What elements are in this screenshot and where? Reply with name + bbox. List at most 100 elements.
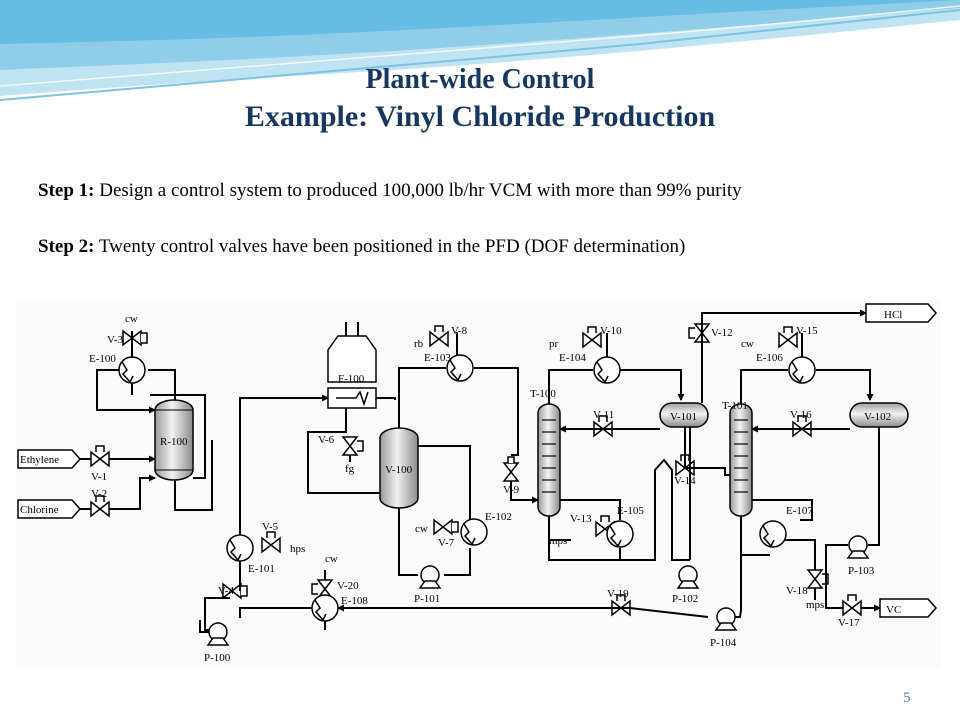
- slide-subtitle: Example: Vinyl Chloride Production: [244, 100, 716, 133]
- label-fg: fg: [345, 463, 355, 475]
- label-v14: V-14: [674, 475, 696, 487]
- exchanger-e104: [593, 356, 621, 384]
- label-v12: V-12: [711, 327, 733, 339]
- drum-v101: V-101: [659, 402, 709, 428]
- label-v8: V-8: [451, 325, 468, 337]
- label-v19: V-19: [607, 588, 629, 600]
- valve-v9: [502, 462, 520, 482]
- label-p104: P-104: [710, 637, 737, 649]
- label-v16: V-16: [790, 409, 812, 421]
- label-v17: V-17: [838, 617, 860, 629]
- label-v13: V-13: [570, 513, 592, 525]
- step-2: Step 2: Twenty control valves have been …: [38, 236, 685, 258]
- valves: [90, 323, 862, 617]
- valve-v5: [261, 536, 281, 554]
- vc-label: VC: [886, 604, 901, 616]
- label-v6: V-6: [318, 434, 335, 446]
- valve-v17: [842, 599, 862, 617]
- label-p102: P-102: [672, 593, 698, 605]
- label-v15: V-15: [796, 325, 818, 337]
- label-e105: E-105: [617, 505, 644, 517]
- exchanger-e100: [118, 356, 146, 384]
- vc-product: VC: [879, 598, 938, 618]
- chlorine-feed: Chlorine: [17, 474, 156, 519]
- pump-p103: [846, 535, 870, 559]
- process-flow-diagram: Ethylene Chlorine: [16, 300, 942, 668]
- label-cw-e106: cw: [741, 338, 754, 350]
- label-e107: E-107: [786, 505, 813, 517]
- r100-label: R-100: [160, 436, 188, 448]
- furnace-f100: F-100: [327, 322, 377, 409]
- label-p100: P-100: [204, 652, 231, 664]
- label-p103: P-103: [848, 565, 875, 577]
- vessel-v100: V-100: [379, 427, 419, 509]
- label-p101: P-101: [414, 593, 440, 605]
- valve-v2: [90, 500, 110, 518]
- valve-v6: [341, 436, 359, 456]
- label-e101: E-101: [248, 563, 275, 575]
- pump-p104: [714, 607, 738, 631]
- exchanger-e108: [311, 594, 339, 622]
- label-v18: V-18: [786, 585, 808, 597]
- valve-v7: [433, 518, 453, 536]
- ethylene-feed: Ethylene: [17, 449, 156, 469]
- label-mps-v18: mps: [806, 599, 824, 611]
- label-cw-e102: cw: [415, 523, 428, 535]
- exchanger-e102: [460, 518, 488, 546]
- valve-v1: [90, 450, 110, 468]
- label-e100: E-100: [89, 353, 116, 365]
- column-t101: [729, 403, 753, 517]
- label-cw-e108: cw: [325, 553, 338, 565]
- label-v1: V-1: [91, 471, 107, 483]
- hcl-label: HCl: [884, 309, 902, 321]
- label-e102: E-102: [485, 511, 512, 523]
- pump-p101: [418, 565, 442, 589]
- step-2-label: Step 2:: [38, 236, 95, 257]
- label-t101: T-101: [722, 400, 748, 412]
- slide-title: Plant-wide Control: [365, 64, 595, 95]
- valve-v8: [429, 330, 449, 348]
- header-wave-banner: [0, 0, 960, 101]
- label-v9: V-9: [503, 484, 520, 496]
- v100-label: V-100: [385, 464, 413, 476]
- page-number: 5: [903, 690, 911, 706]
- label-e104: E-104: [559, 352, 586, 364]
- label-v3: V-3: [107, 334, 124, 346]
- label-t100: T-100: [530, 388, 556, 400]
- label-rb: rb: [414, 338, 424, 350]
- ethylene-label: Ethylene: [20, 454, 59, 466]
- label-v7: V-7: [438, 537, 455, 549]
- reactor-r100: R-100: [154, 399, 194, 481]
- step-2-text: Twenty control valves have been position…: [94, 236, 686, 257]
- exchanger-e107: [759, 520, 787, 548]
- pumps: [206, 535, 870, 646]
- label-pr: pr: [549, 338, 559, 350]
- valve-v10: [582, 331, 602, 349]
- label-hps: hps: [290, 543, 305, 555]
- label-e106: E-106: [756, 352, 783, 364]
- chlorine-label: Chlorine: [20, 504, 59, 516]
- label-e103: E-103: [424, 352, 451, 364]
- label-v11: V-11: [593, 409, 614, 421]
- v101-label: V-101: [670, 411, 697, 423]
- label-v5: V-5: [262, 521, 279, 533]
- column-t100: [537, 403, 561, 517]
- hcl-product: HCl: [865, 303, 938, 323]
- label-v2: V-2: [91, 488, 107, 500]
- exchanger-e105: [606, 520, 634, 548]
- f100-label: F-100: [338, 373, 365, 385]
- label-v20: V-20: [337, 580, 359, 592]
- exchanger-e106: [788, 356, 816, 384]
- label-cw-e100: cw: [125, 313, 138, 325]
- valve-v18: [806, 569, 824, 589]
- step-1-text: Design a control system to produced 100,…: [94, 180, 742, 201]
- step-1-label: Step 1:: [38, 180, 95, 201]
- v102-label: V-102: [864, 411, 891, 423]
- label-v4: V-4: [218, 585, 235, 597]
- pump-p100: [206, 622, 230, 646]
- label-e108: E-108: [341, 595, 368, 607]
- label-mps-e105: mps: [549, 535, 567, 547]
- valve-v15: [778, 331, 798, 349]
- label-v10: V-10: [600, 325, 622, 337]
- pump-p102: [676, 565, 700, 589]
